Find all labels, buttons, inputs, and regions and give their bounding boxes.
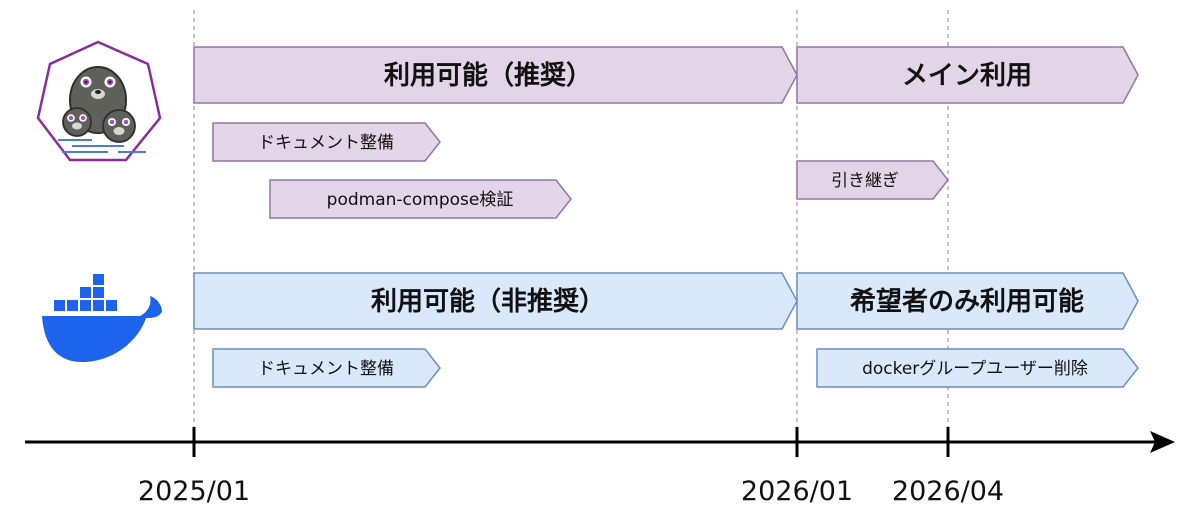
docker-task-bar-group-removal: dockerグループユーザー削除 [816,348,1139,388]
docker-task-bar-docs-shape [212,348,441,388]
podman-task-bar-docs-shape [212,122,441,162]
timeline-tick-label-2026-01: 2026/01 [741,476,853,507]
docker-whale-logo-icon [42,274,162,362]
podman-task-bar-docs-label: ドキュメント整備 [258,133,394,153]
podman-main-bar-recommended-label: 利用可能（推奨） [384,60,592,91]
podman-task-bar-handover-shape [796,160,949,200]
podman-task-bar-compose-label: podman-compose検証 [327,190,514,210]
podman-task-bar-docs: ドキュメント整備 [212,122,441,162]
docker-task-bar-docs-label: ドキュメント整備 [258,359,394,379]
podman-main-bar-main-use-label: メイン利用 [902,61,1032,91]
timeline-axis-arrowhead [1150,431,1175,453]
docker-task-bar-group-removal-label: dockerグループユーザー削除 [862,359,1088,379]
docker-task-bar-docs: ドキュメント整備 [212,348,441,388]
podman-task-bar-handover: 引き継ぎ [796,160,949,200]
docker-main-bar-not-recommended-label: 利用可能（非推奨） [371,286,605,317]
docker-main-bar-not-recommended-shape [193,272,798,330]
docker-main-bar-opt-in-label: 希望者のみ利用可能 [850,286,1084,317]
docker-main-bar-not-recommended: 利用可能（非推奨） [193,272,798,330]
docker-main-bar-opt-in: 希望者のみ利用可能 [796,272,1139,330]
podman-task-bar-handover-label: 引き継ぎ [831,171,899,191]
docker-main-bar-opt-in-shape [796,272,1139,330]
timeline-tick-label-2025-01: 2025/01 [138,476,250,507]
timeline-axis: 2025/01 2026/01 2026/04 [25,427,1175,507]
podman-seal-logo-icon [36,40,162,162]
podman-main-bar-recommended: 利用可能（推奨） [193,46,798,104]
podman-task-bar-compose-shape [269,179,572,219]
timeline-tick-label-2026-04: 2026/04 [892,476,1004,507]
podman-task-bar-compose: podman-compose検証 [269,179,572,219]
podman-main-bar-main-use: メイン利用 [796,46,1139,104]
docker-task-bar-group-removal-shape [816,348,1139,388]
podman-main-bar-recommended-shape [193,46,798,104]
podman-main-bar-main-use-shape [796,46,1139,104]
